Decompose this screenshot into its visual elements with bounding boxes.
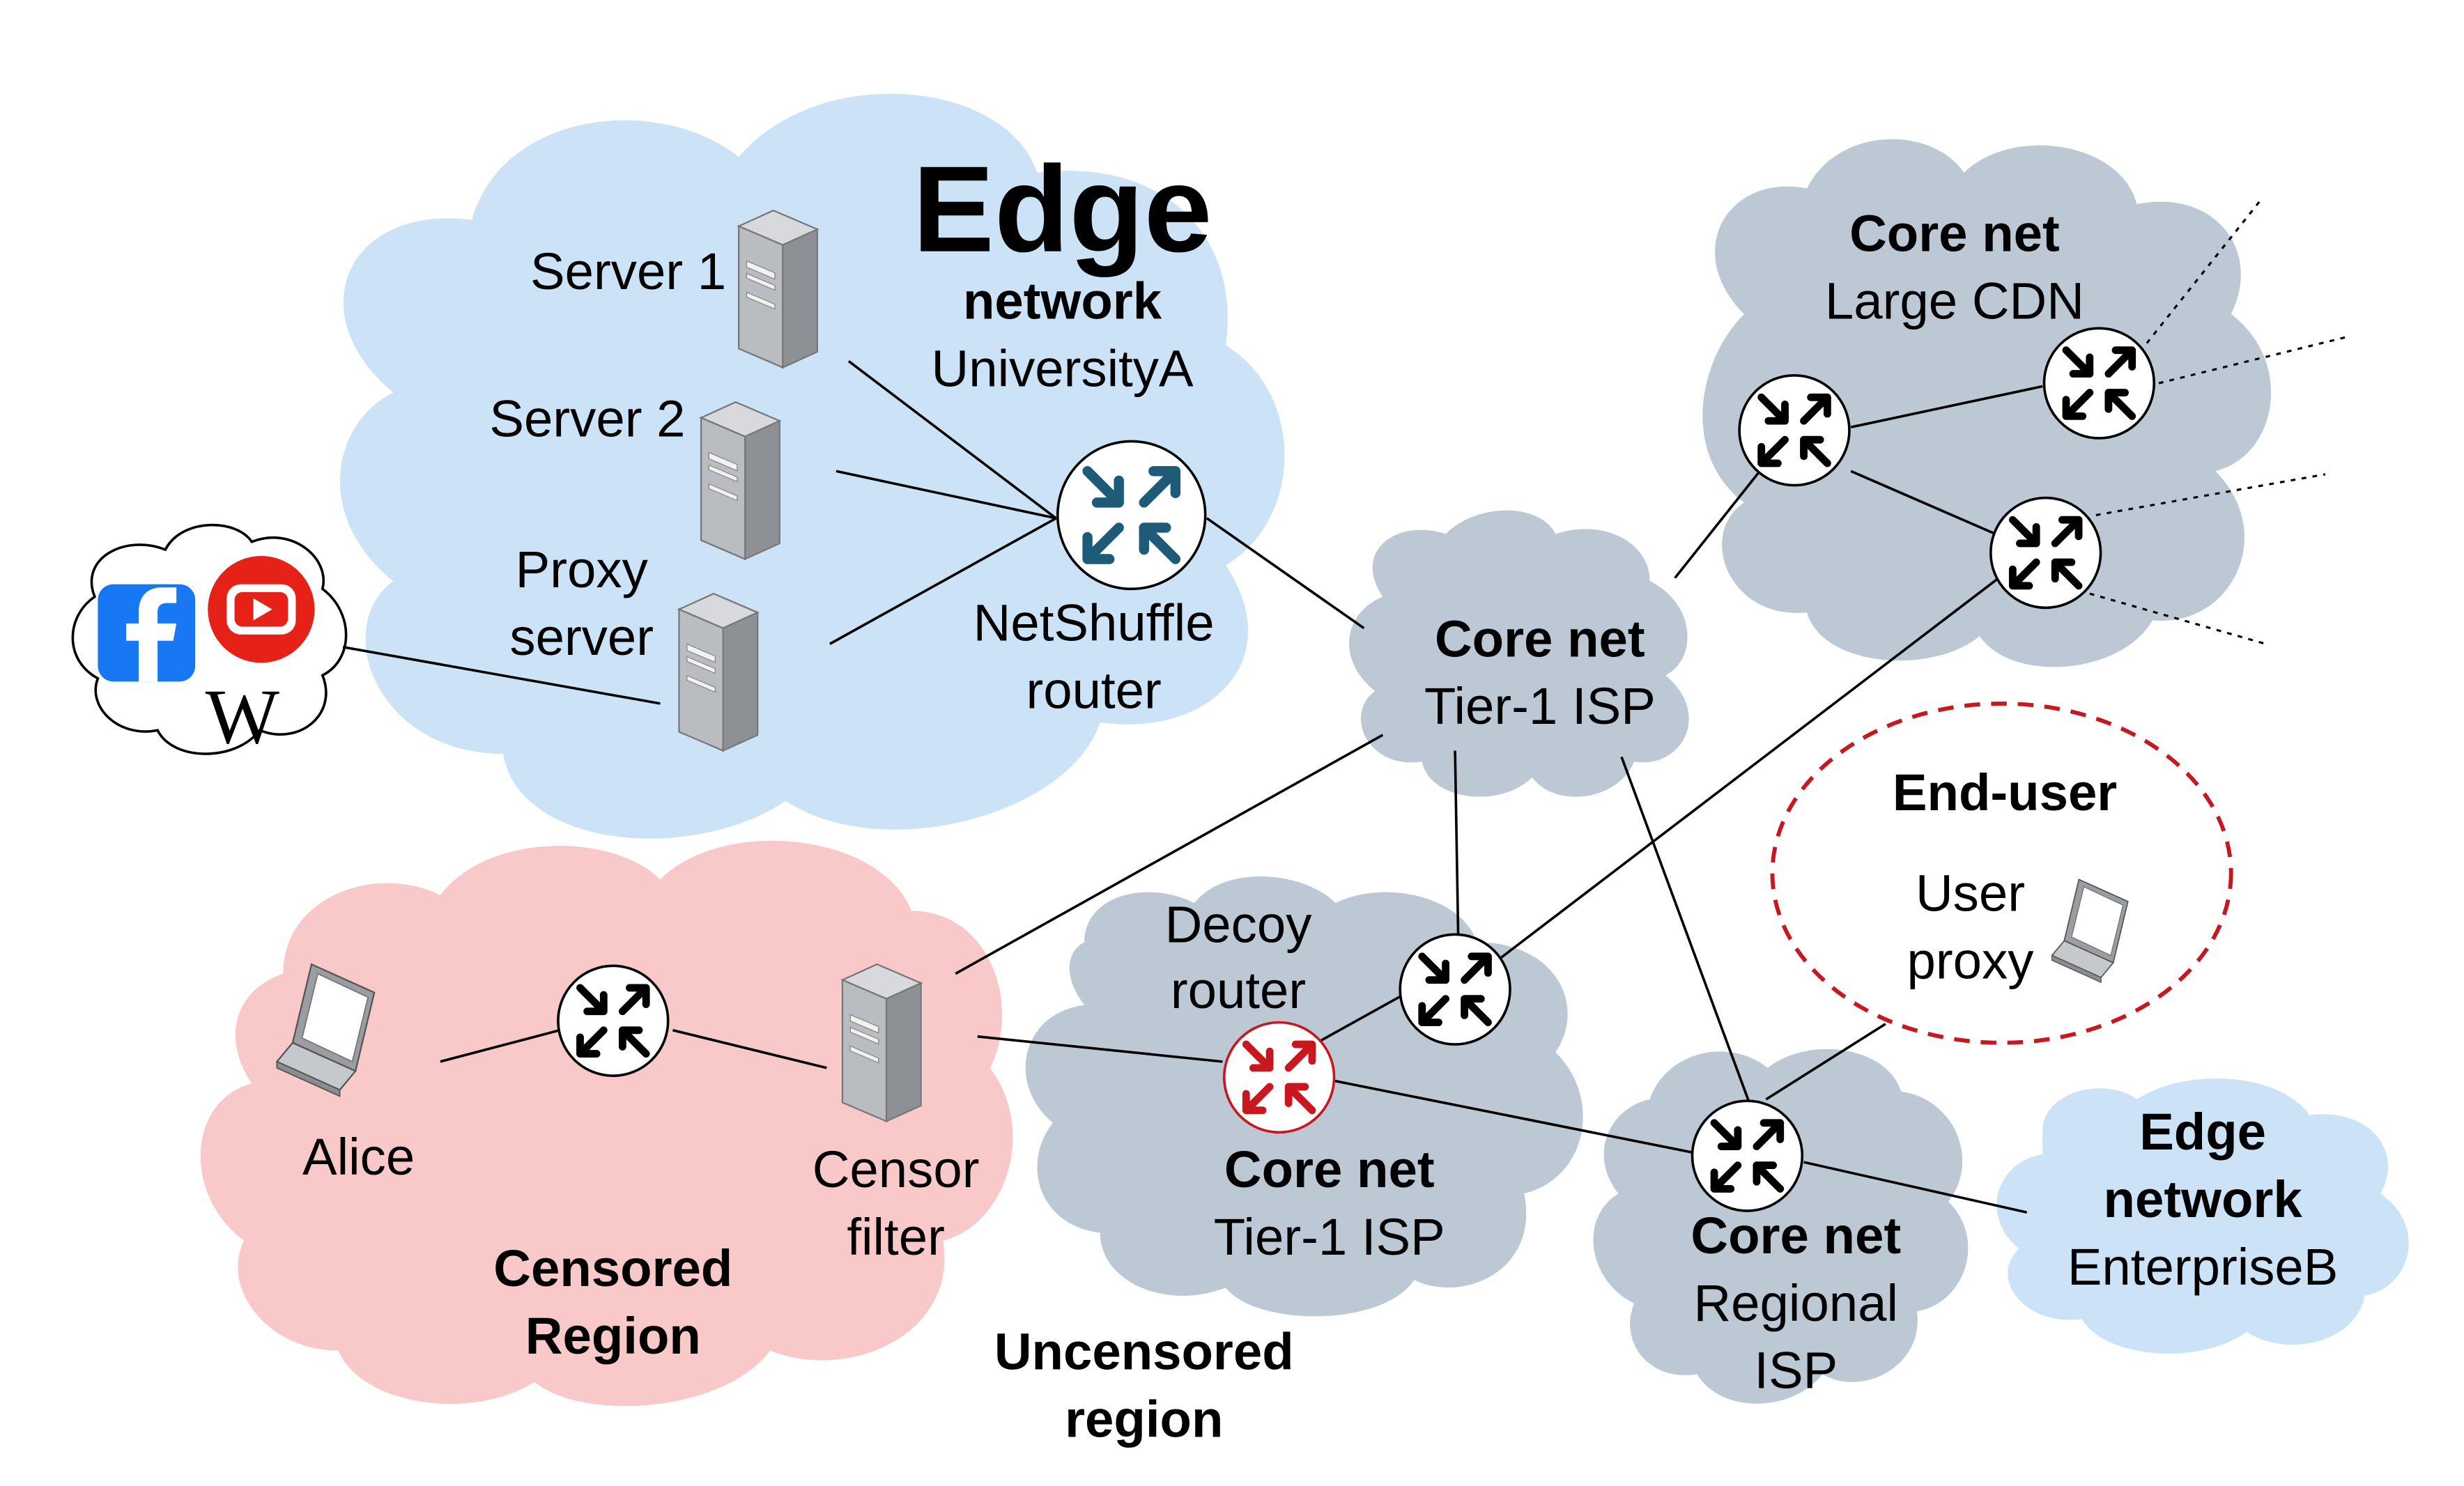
regional-router-icon[interactable] [1691, 1099, 1804, 1212]
netshuffle-router-icon[interactable] [1056, 440, 1207, 591]
proxy-server-icon [678, 592, 759, 752]
edge-enterprise-title-1: Edge [2139, 1103, 2266, 1161]
core-cdn-title: Core net [1849, 205, 2060, 263]
user-proxy-label-1: User [1916, 864, 2025, 922]
censor-filter-label-1: Censor [813, 1140, 980, 1198]
server1-label: Server 1 [530, 242, 726, 300]
proxy-server-label-2: server [509, 608, 654, 666]
server2-label: Server 2 [489, 390, 685, 448]
wikipedia-icon: W [206, 674, 280, 760]
edge-enterprise-name: EnterpriseB [2068, 1238, 2339, 1296]
cdn-router-2-icon[interactable] [2042, 327, 2156, 440]
server1-icon [738, 209, 819, 369]
youtube-icon [208, 556, 315, 663]
censored-region-cloud [200, 840, 1013, 1407]
cdn-router-3-icon[interactable] [1989, 496, 2102, 610]
alice-label: Alice [302, 1128, 415, 1186]
core-tier1-bottom-title: Core net [1224, 1140, 1435, 1198]
core-net-regional-cloud [1593, 1048, 1969, 1404]
core-net-tier1-top-cloud [1349, 510, 1689, 797]
core-regional-name-2: ISP [1754, 1342, 1838, 1400]
netshuffle-label-2: router [1026, 662, 1161, 720]
user-proxy-laptop-icon [2051, 879, 2129, 983]
edge-network-enterprise-cloud [1996, 1078, 2409, 1354]
core-net-cdn-cloud [1702, 139, 2272, 667]
server2-icon [700, 401, 780, 560]
censored-region-label-1: Censored [493, 1239, 732, 1297]
facebook-icon [98, 584, 196, 682]
censored-region-label-2: Region [525, 1307, 701, 1365]
decoy-router-label-1: Decoy [1165, 896, 1313, 954]
censor-filter-label-2: filter [847, 1208, 945, 1266]
core-cdn-name: Large CDN [1825, 272, 2084, 330]
edge-university-name: UniversityA [931, 340, 1193, 398]
decoy-router-label-2: router [1171, 961, 1306, 1019]
dotted-external-links [2089, 197, 2351, 645]
tier1-bottom-router-icon[interactable] [1399, 933, 1511, 1046]
edge-university-title-2: network [963, 272, 1162, 330]
edge-university-title-1: Edge [913, 141, 1212, 278]
core-regional-title: Core net [1691, 1207, 1901, 1264]
uncensored-region-label-1: Uncensored [994, 1323, 1294, 1381]
proxy-server-label-1: Proxy [516, 541, 649, 598]
core-regional-name-1: Regional [1693, 1274, 1898, 1332]
decoy-router-icon[interactable] [1222, 1021, 1336, 1134]
user-proxy-label-2: proxy [1907, 931, 2035, 989]
netshuffle-label-1: NetShuffle [973, 594, 1215, 652]
end-user-title: End-user [1893, 764, 2117, 821]
core-tier1-top-title: Core net [1435, 610, 1645, 667]
edge-enterprise-title-2: network [2104, 1170, 2303, 1228]
end-user-boundary [1770, 701, 2233, 1045]
core-tier1-bottom-name: Tier-1 ISP [1214, 1208, 1445, 1266]
censored-region-router-icon[interactable] [557, 964, 670, 1077]
core-tier1-top-name: Tier-1 ISP [1424, 677, 1656, 735]
censor-filter-icon[interactable] [841, 963, 922, 1122]
edge-network-university-cloud [339, 93, 1285, 839]
uncensored-region-label-2: region [1065, 1391, 1223, 1448]
links [342, 360, 2043, 1214]
cdn-router-1-icon[interactable] [1738, 373, 1851, 487]
